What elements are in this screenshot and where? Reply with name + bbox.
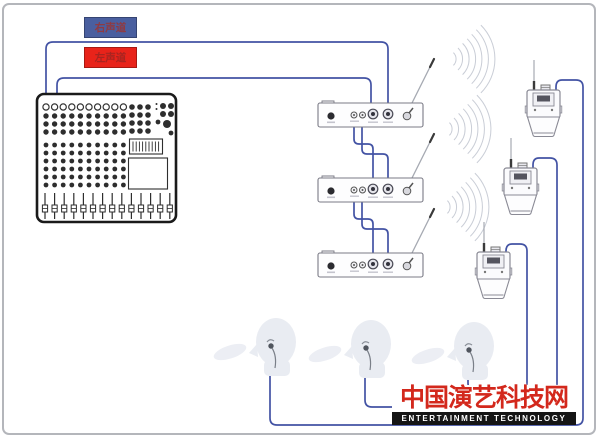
wire-tx1-tx2-b — [361, 124, 389, 182]
right-channel-label: 右声道 — [84, 17, 137, 38]
diagram-border — [2, 3, 596, 435]
performer-with-earpiece-1 — [211, 317, 297, 377]
performer-with-earpiece-2 — [306, 319, 392, 379]
bodypack-receiver-1 — [524, 58, 563, 138]
wire-right-channel — [45, 41, 389, 108]
site-logo-subtitle: ENTERTAINMENT TECHNOLOGY — [392, 412, 576, 425]
wire-left-channel — [56, 77, 372, 108]
mixing-console — [35, 92, 178, 224]
left-channel-label: 左声道 — [84, 47, 137, 68]
wireless-transmitter-1 — [316, 57, 436, 129]
mixer-master-section — [127, 103, 174, 190]
wire-tx2-tx3-b — [361, 199, 389, 257]
wireless-transmitter-3 — [316, 207, 436, 279]
wire-pack2-performer2 — [364, 157, 558, 408]
bodypack-receiver-2 — [501, 136, 540, 216]
wire-pack1-performer1 — [269, 79, 584, 426]
wireless-signal-icon-1 — [452, 24, 496, 94]
performer-with-earpiece-3 — [409, 321, 495, 381]
site-logo: 中国演艺科技网 ENTERTAINMENT TECHNOLOGY — [392, 385, 576, 425]
wireless-transmitter-2 — [316, 132, 436, 204]
site-logo-title: 中国演艺科技网 — [399, 384, 569, 412]
wireless-signal-icon-2 — [448, 94, 492, 164]
wireless-signal-icon-3 — [446, 172, 490, 242]
wire-tx2-tx3-a — [353, 199, 374, 257]
wire-tx1-tx2-a — [353, 124, 374, 182]
